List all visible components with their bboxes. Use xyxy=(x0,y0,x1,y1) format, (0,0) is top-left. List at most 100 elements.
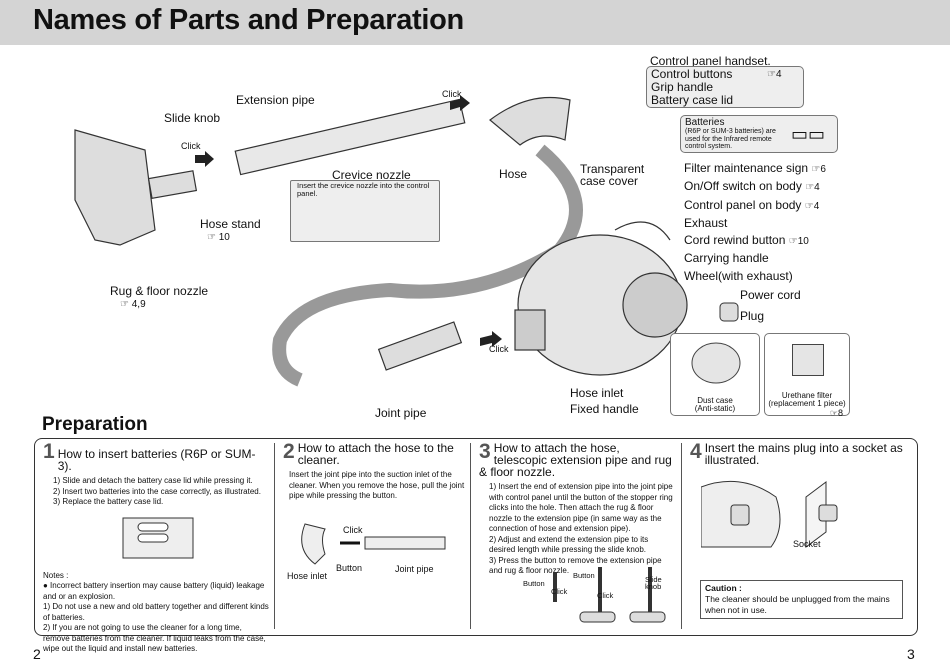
handset-item: Grip handle xyxy=(651,80,714,94)
page-number-right: 3 xyxy=(907,646,915,662)
step-heading: How to insert batteries (R6P or SUM-3). xyxy=(57,447,256,473)
item-label: Control buttons xyxy=(651,67,733,81)
step-number: 1 xyxy=(43,440,55,463)
instruction-line: 3) Press the button to remove the extens… xyxy=(489,555,662,576)
step-4: 4 Insert the mains plug into a socket as… xyxy=(686,439,911,631)
label-hose-inlet: Hose inlet xyxy=(287,571,328,581)
label-extension-pipe: Extension pipe xyxy=(236,93,315,107)
column-divider xyxy=(470,443,471,629)
label-crevice-nozzle: Crevice nozzle xyxy=(332,168,411,182)
label-socket: Socket xyxy=(793,539,821,549)
step-heading: How to attach the hose to the cleaner. xyxy=(297,441,454,467)
instruction-line: 1) Slide and detach the battery case lid… xyxy=(53,476,253,485)
ref-page: 4 xyxy=(814,182,820,194)
notes-title: Notes : xyxy=(43,570,69,580)
step-1: 1 How to insert batteries (R6P or SUM-3)… xyxy=(39,439,273,653)
label-hose-inlet: Hose inlet xyxy=(570,386,624,400)
body-part-item: Cord rewind button ☞10 xyxy=(684,232,826,250)
step-number: 4 xyxy=(690,440,702,463)
step-heading: How to attach the hose, telescopic exten… xyxy=(479,441,672,479)
page-number-left: 2 xyxy=(33,646,41,662)
plug-icon xyxy=(719,302,739,322)
label-plug: Plug xyxy=(740,309,765,323)
step-instructions: 1) Slide and detach the battery case lid… xyxy=(43,472,269,508)
label-button: Button xyxy=(336,563,363,573)
dust-case-image xyxy=(691,342,741,384)
step-number: 2 xyxy=(283,440,295,463)
urethane-filter-image xyxy=(792,344,824,376)
hose-stand-ref: ☞ 10 xyxy=(207,232,230,243)
page-title: Names of Parts and Preparation xyxy=(33,4,464,36)
batteries-title: Batteries xyxy=(685,117,725,128)
pointing-hand-icon: ☞8 xyxy=(829,408,843,418)
label-click-2: Click xyxy=(597,591,614,600)
label-click: Click xyxy=(181,141,201,151)
body-part-item: Carrying handle xyxy=(684,251,769,266)
step-heading: Insert the mains plug into a socket as i… xyxy=(704,441,903,467)
label-click: Click xyxy=(551,587,568,596)
step-instructions: 1) Insert the end of extension pipe into… xyxy=(479,478,676,577)
nozzle-attach-illustration xyxy=(553,567,666,623)
urethane-filter-label: Urethane filter (replacement 1 piece) xyxy=(768,391,846,408)
caution-box: Caution : The cleaner should be unplugge… xyxy=(700,580,903,619)
column-divider xyxy=(681,443,682,629)
ref-page: 4 xyxy=(775,69,782,80)
label-handset-title: Control panel handset. xyxy=(650,54,771,68)
item-label: On/Off switch on body xyxy=(684,179,802,194)
ref-page: 6 xyxy=(820,164,826,175)
ref-page: 10 xyxy=(218,232,230,243)
pointing-hand-icon: ☞ xyxy=(120,299,129,310)
batteries-text: (R6P or SUM-3 batteries) are used for th… xyxy=(685,128,776,150)
body-part-item: Control panel on body ☞4 xyxy=(684,197,826,215)
urethane-filter-box: Urethane filter (replacement 1 piece) ☞8 xyxy=(764,333,850,418)
vacuum-parts-illustration xyxy=(74,95,688,387)
preparation-heading: Preparation xyxy=(42,414,148,435)
handset-item: Battery case lid xyxy=(651,93,734,107)
label-hose-stand: Hose stand xyxy=(200,217,261,231)
dust-case-label: Dust case (Anti-static) xyxy=(694,396,736,413)
label-click-2: Click xyxy=(442,89,462,99)
caution-text: The cleaner should be unplugged from the… xyxy=(705,594,890,615)
battery-icon: ▭▭ xyxy=(791,124,826,144)
item-label: Cord rewind button xyxy=(684,233,786,248)
ref-page: 4 xyxy=(813,200,820,212)
instruction-line: 1) Insert the end of extension pipe into… xyxy=(489,482,673,533)
step-3: 3 How to attach the hose, telescopic ext… xyxy=(475,439,680,631)
pointing-hand-icon: ☞6 xyxy=(811,164,826,175)
ref-page: 10 xyxy=(797,236,809,248)
label-rug-floor-nozzle: Rug & floor nozzle xyxy=(110,284,209,298)
body-part-item: Wheel(with exhaust) xyxy=(684,268,793,283)
column-divider xyxy=(274,443,275,629)
notes: Notes : ● Incorrect battery insertion ma… xyxy=(43,571,269,655)
note-item: ● Incorrect battery insertion may cause … xyxy=(43,581,265,601)
body-part-item: Filter maintenance sign ☞6 xyxy=(684,160,826,178)
label-hose: Hose xyxy=(499,167,528,181)
label-fixed-handle: Fixed handle xyxy=(570,402,639,416)
pointing-hand-icon: ☞10 xyxy=(788,236,809,248)
rug-floor-ref: ☞ 4,9 xyxy=(120,299,146,310)
caution-title: Caution : xyxy=(705,583,742,593)
pointing-hand-icon: ☞4 xyxy=(767,69,782,80)
step-2: 2 How to attach the hose to the cleaner.… xyxy=(279,439,469,631)
step-number: 3 xyxy=(479,440,491,463)
dust-case-box: Dust case (Anti-static) xyxy=(670,333,760,416)
instruction-line: 2) Insert two batteries into the case co… xyxy=(53,486,261,496)
instruction-line: 3) Replace the battery case lid. xyxy=(53,497,164,506)
label-joint-pipe: Joint pipe xyxy=(375,406,427,420)
crevice-note: Insert the crevice nozzle into the contr… xyxy=(297,181,430,198)
step-text: Insert the joint pipe into the suction i… xyxy=(289,470,465,500)
header-band xyxy=(0,0,950,45)
body-part-item: Exhaust xyxy=(684,215,728,230)
ref-page: 4,9 xyxy=(131,299,146,310)
preparation-steps: 1 How to insert batteries (R6P or SUM-3)… xyxy=(34,438,918,653)
handset-item: Control buttons ☞4 xyxy=(651,68,799,81)
label-joint-pipe: Joint pipe xyxy=(395,564,434,574)
label-power-cord: Power cord xyxy=(740,288,801,302)
note-item: 2) If you are not going to use the clean… xyxy=(43,623,266,653)
pointing-hand-icon: ☞4 xyxy=(805,182,820,194)
hose-attach-illustration xyxy=(301,523,446,565)
label-click-3: Click xyxy=(489,344,509,354)
label-button-2: Button xyxy=(573,571,595,580)
label-slide-knob: Slide knob xyxy=(645,575,662,591)
plug-socket-illustration xyxy=(701,480,838,548)
